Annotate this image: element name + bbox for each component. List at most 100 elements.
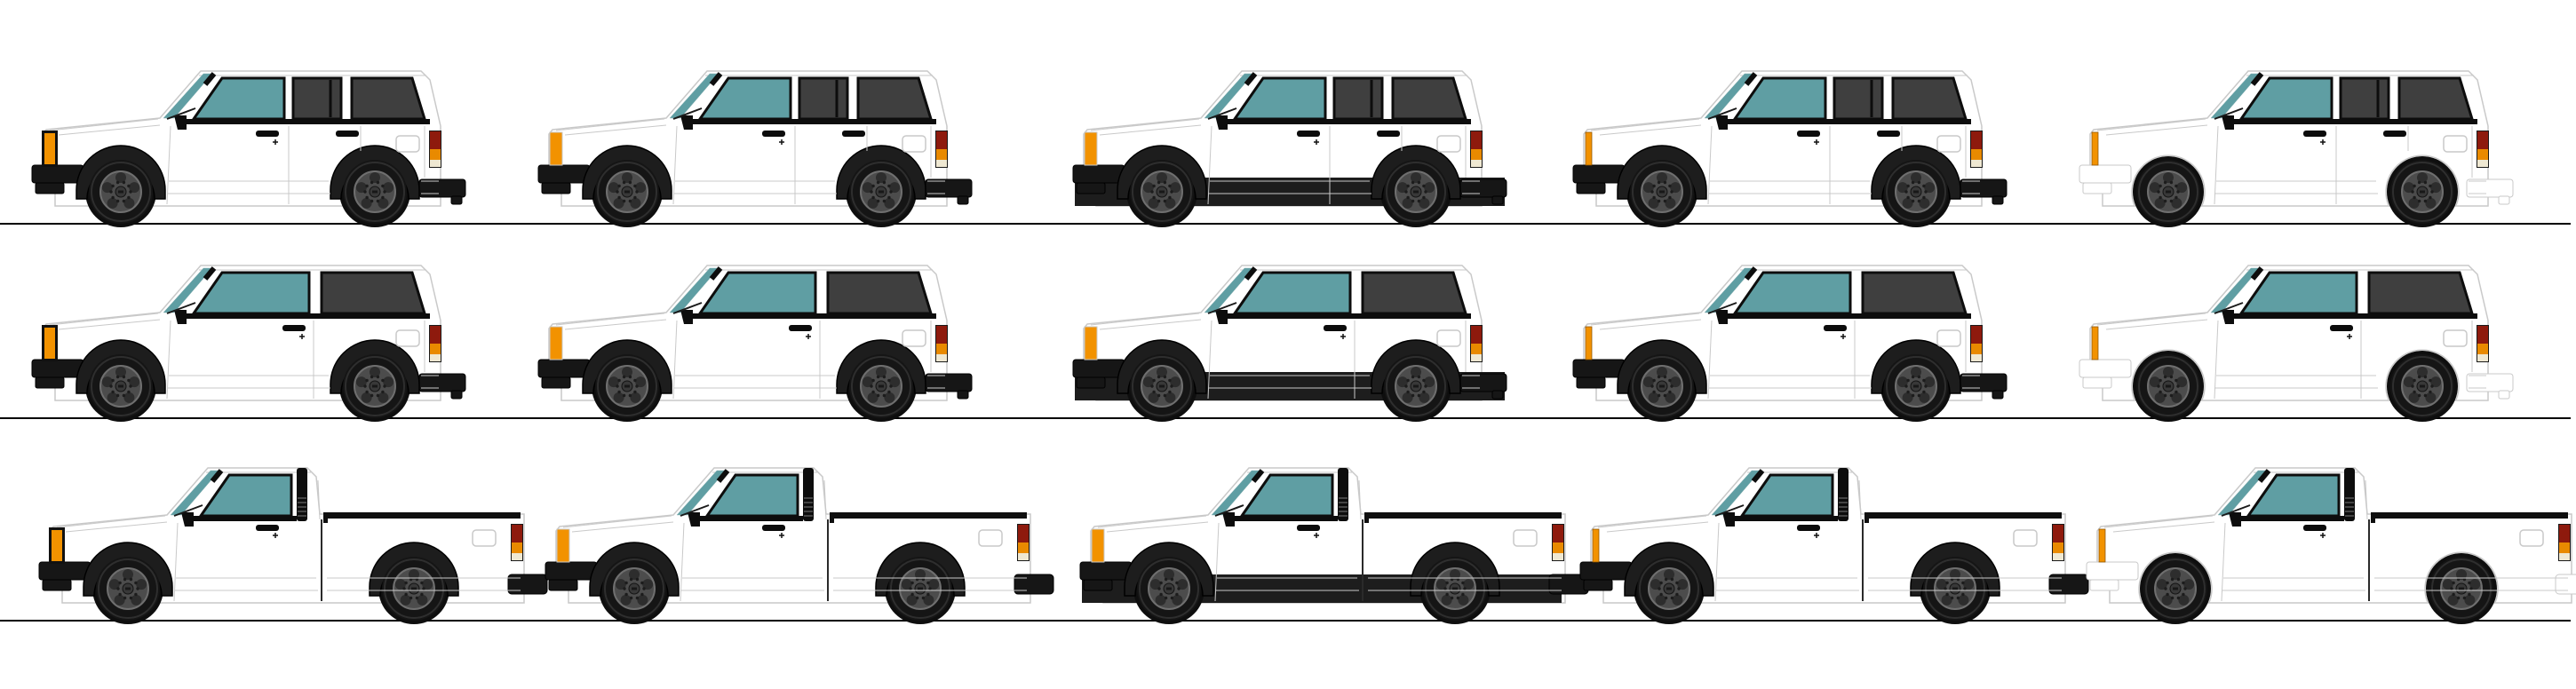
side-mirror-icon bbox=[680, 310, 693, 324]
hood-crease-lines bbox=[1590, 118, 1702, 136]
belt-trim bbox=[1233, 516, 1338, 521]
rear-wheel bbox=[1384, 354, 1448, 418]
windshield-glass bbox=[669, 267, 720, 313]
windshield bbox=[1211, 469, 1265, 527]
hood-crease-lines bbox=[56, 515, 168, 533]
rear-wheel bbox=[2390, 160, 2454, 224]
vehicle-art bbox=[1572, 265, 2008, 422]
front-signal bbox=[1585, 131, 1593, 166]
wiper-icon bbox=[1714, 504, 1745, 517]
fuel-door bbox=[395, 329, 420, 347]
door-handle bbox=[762, 525, 785, 531]
side-mirror-icon bbox=[1215, 310, 1228, 324]
panel-seams bbox=[173, 479, 521, 602]
door-handle bbox=[2303, 525, 2326, 531]
front-wheel bbox=[89, 354, 153, 418]
front-signal bbox=[49, 527, 65, 564]
side-mirror-icon bbox=[2229, 512, 2241, 527]
rear-wheel bbox=[1884, 354, 1948, 418]
door-handle bbox=[1797, 525, 1820, 531]
side-glass bbox=[1732, 76, 1968, 121]
wiper-icon bbox=[672, 302, 703, 314]
front-air-dam bbox=[35, 376, 65, 389]
windshield-glass bbox=[669, 73, 720, 119]
hood-crease-lines bbox=[49, 313, 161, 330]
belt-trim bbox=[1733, 516, 1838, 521]
hood-crease-lines bbox=[555, 118, 667, 136]
door-lock bbox=[299, 334, 305, 339]
belt-trim bbox=[698, 516, 803, 521]
panel-seams bbox=[672, 320, 945, 400]
door-handle bbox=[1797, 131, 1820, 137]
front-wheel bbox=[2136, 160, 2200, 224]
windshield bbox=[669, 72, 723, 130]
hood-crease-lines bbox=[562, 515, 674, 533]
rear-wheel bbox=[1423, 557, 1487, 621]
vehicle-row-2-col-1-suv-2door bbox=[20, 242, 544, 424]
windshield-frame bbox=[203, 72, 217, 86]
hood-crease-lines bbox=[49, 118, 161, 136]
wiper-icon bbox=[1207, 302, 1237, 314]
door-lock bbox=[1814, 533, 1819, 538]
front-wheel bbox=[2143, 557, 2207, 621]
front-bumper bbox=[1072, 359, 1125, 389]
windshield bbox=[2210, 266, 2264, 324]
windshield bbox=[2210, 72, 2264, 130]
side-glass bbox=[1232, 271, 1468, 315]
windshield-glass bbox=[170, 470, 220, 516]
panel-seams bbox=[1707, 125, 1980, 205]
windshield-frame bbox=[203, 266, 217, 281]
windshield-frame bbox=[2250, 72, 2264, 86]
belt-trim bbox=[1726, 313, 1971, 319]
windshield-glass bbox=[2217, 470, 2268, 516]
door-handle bbox=[2303, 131, 2326, 137]
front-signal bbox=[42, 131, 58, 167]
door-lock bbox=[1841, 334, 1846, 339]
panel-seams bbox=[2221, 479, 2568, 602]
windshield bbox=[2217, 469, 2271, 527]
door-handle bbox=[256, 131, 279, 137]
cab-vent-louver bbox=[297, 468, 307, 521]
quarter-glass bbox=[1361, 271, 1468, 315]
tail-lamp bbox=[935, 131, 948, 168]
front-wheel bbox=[602, 557, 666, 621]
windshield bbox=[676, 469, 730, 527]
front-bumper bbox=[537, 359, 591, 389]
vehicle-art bbox=[1579, 467, 2089, 624]
front-wheel bbox=[2136, 354, 2200, 418]
tail-lamp bbox=[2052, 524, 2064, 561]
door-handle bbox=[1877, 131, 1900, 137]
side-mirror-icon bbox=[2222, 115, 2234, 130]
quarter-glass bbox=[320, 271, 427, 315]
vehicle-row-3-col-5-pickup bbox=[2074, 445, 2576, 627]
front-signal bbox=[1084, 131, 1098, 166]
front-bumper bbox=[2079, 359, 2132, 389]
vehicle-row-1-col-1-suv-4door bbox=[20, 48, 544, 230]
front-air-dam bbox=[1083, 579, 1113, 591]
front-air-dam bbox=[2082, 182, 2112, 194]
tail-lamp bbox=[429, 325, 441, 362]
windshield bbox=[1204, 72, 1258, 130]
front-wheel bbox=[595, 354, 659, 418]
door-handle bbox=[1297, 131, 1320, 137]
windshield-frame bbox=[1244, 266, 1258, 281]
side-mirror-icon bbox=[1715, 310, 1728, 324]
belt-trim bbox=[1226, 313, 1471, 319]
front-air-dam bbox=[35, 182, 65, 194]
front-air-dam bbox=[1076, 182, 1106, 194]
windshield-glass bbox=[163, 267, 213, 313]
fuel-door bbox=[1936, 329, 1961, 347]
front-air-dam bbox=[1576, 376, 1606, 389]
windshield-glass bbox=[1704, 73, 1754, 119]
windshield-glass bbox=[1211, 470, 1261, 516]
panel-seams bbox=[2214, 125, 2486, 205]
windshield-glass bbox=[1204, 267, 1254, 313]
windshield-frame bbox=[1744, 266, 1758, 281]
door-lock bbox=[273, 139, 278, 145]
rear-wheel bbox=[1923, 557, 1987, 621]
front-fender-flare-painted-arch bbox=[2138, 551, 2213, 604]
tail-lamp bbox=[935, 325, 948, 362]
door-handle bbox=[256, 525, 279, 531]
wiper-icon bbox=[2214, 302, 2244, 314]
tail-lamp bbox=[1552, 524, 1564, 561]
